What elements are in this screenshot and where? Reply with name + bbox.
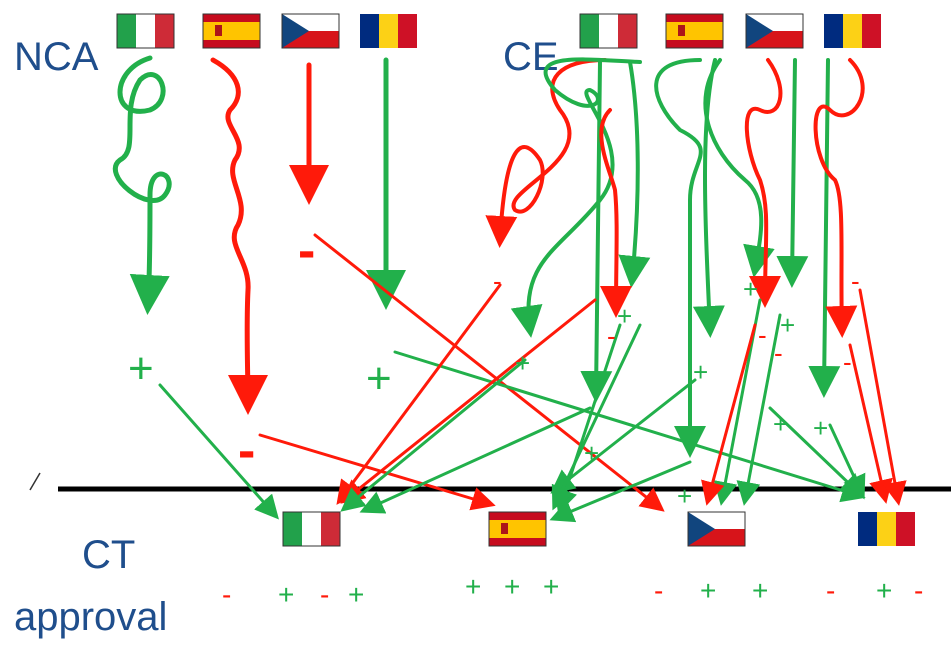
ce-romania-green-path <box>808 58 841 398</box>
ce-romania-flag-icon <box>824 14 881 48</box>
arrow-nca-cz-minus <box>313 233 665 512</box>
approval-czech-1: + <box>700 575 716 606</box>
approval-arrows <box>158 233 907 523</box>
ce-outcome-11: - <box>774 338 783 368</box>
arrow-nca-ro-plus <box>393 350 866 503</box>
nca-czech-flag-icon <box>281 13 340 49</box>
ce-outcome-8: + <box>743 274 758 304</box>
nca-outcome-czech: - <box>298 222 315 280</box>
arrow-ce-cz-minus <box>701 323 757 506</box>
nca-italy-path <box>112 55 172 315</box>
nca-outcomes: + - - + <box>128 222 392 480</box>
ce-outcome-13: + <box>773 409 788 439</box>
ce-italy-flag-icon <box>579 13 638 49</box>
ce-arrows <box>485 57 865 458</box>
ce-spain-red-path <box>599 108 633 318</box>
nca-outcome-romania: + <box>366 354 392 403</box>
approval-spain-2: + <box>543 571 559 602</box>
approval-signs: - + - + + + + - + + - + - <box>222 571 923 610</box>
ce-outcome-16: + <box>853 295 854 297</box>
ce-czech-flag-icon <box>745 13 804 49</box>
arrow-ce-ro-plus-2 <box>828 423 866 500</box>
ce-outcome-4: + <box>617 301 632 331</box>
approval-label: approval <box>14 595 167 639</box>
ce-label: CE <box>503 35 559 79</box>
approval-italy-0: - <box>222 579 231 610</box>
nca-italy-flag-icon <box>116 13 175 49</box>
ce-outcome-1: - <box>493 266 502 296</box>
arrow-ce-es-minus <box>340 298 597 504</box>
ce-flags <box>579 13 881 49</box>
arrow-ce-it-minus <box>336 283 502 505</box>
approval-italy-1: + <box>278 579 294 610</box>
ce-outcome-3: - <box>607 321 616 351</box>
ce-outcome-15: - <box>843 347 852 377</box>
nca-romania-flag-icon <box>360 14 417 48</box>
arrow-nca-it-plus <box>158 383 279 520</box>
nca-outcome-spain: - <box>238 422 255 480</box>
nca-arrows <box>112 55 406 415</box>
ce-czech-green-straight <box>692 58 725 338</box>
nca-flags <box>116 13 417 49</box>
ct-flags <box>282 511 915 547</box>
arrow-ce-ro-minus-2 <box>858 288 907 506</box>
ct-italy-flag-icon <box>282 511 341 547</box>
ct-romania-flag-icon <box>858 512 915 546</box>
ce-czech-green-path <box>654 58 706 458</box>
approval-italy-3: + <box>348 579 364 610</box>
approval-czech-0: - <box>654 575 663 606</box>
ce-outcome-12: + <box>813 413 828 443</box>
ce-czech-green-loop <box>703 58 775 278</box>
ce-italy-red-path <box>485 58 607 248</box>
ce-spain-flag-icon <box>665 13 724 49</box>
ce-outcome-2: + <box>515 348 530 378</box>
ce-czech-red-path <box>744 58 783 308</box>
ce-outcome-5: + <box>584 438 599 468</box>
ce-czech-green-line <box>776 58 809 288</box>
ce-outcome-10: + <box>780 310 795 340</box>
approval-romania-1: + <box>876 575 892 606</box>
arrow-ce-es-plus-2 <box>551 323 642 511</box>
nca-outcome-italy: + <box>128 344 154 393</box>
ce-outcome-14: - <box>851 266 860 296</box>
ct-czech-flag-icon <box>687 511 746 547</box>
ct-label: CT <box>82 533 135 577</box>
ce-spain-green-path <box>618 60 651 288</box>
ce-outcomes: - + - + + + + + - + - + + - - + <box>493 266 860 511</box>
ce-outcome-6: + <box>693 357 708 387</box>
arrow-ce-it-plus-2 <box>359 406 592 514</box>
arrow-ce-ro-minus <box>848 343 893 504</box>
arrow-ce-cz-plus <box>550 378 697 494</box>
approval-spain-1: + <box>504 571 520 602</box>
ce-outcome-7: + <box>677 481 692 511</box>
arrow-ce-cz-plus-2 <box>549 460 692 523</box>
ce-romania-red-path <box>813 58 865 338</box>
ce-italy-green-path <box>510 57 642 338</box>
arrow-ce-cz-plus-3 <box>736 313 782 506</box>
ce-outcome-9: - <box>758 320 767 350</box>
arrow-nca-es-minus <box>258 433 496 511</box>
arrow-ce-it-plus <box>340 358 527 512</box>
nca-label: NCA <box>14 35 99 79</box>
nca-spain-flag-icon <box>202 13 261 49</box>
approval-romania-0: - <box>826 575 835 606</box>
approval-romania-2: - <box>914 575 923 606</box>
approval-italy-2: - <box>320 579 329 610</box>
ct-spain-flag-icon <box>488 511 547 547</box>
baseline-tick <box>29 472 41 491</box>
approval-czech-2: + <box>752 575 768 606</box>
approval-spain-0: + <box>465 571 481 602</box>
nca-spain-path <box>210 57 268 415</box>
ce-italy-green-straight <box>580 60 613 403</box>
